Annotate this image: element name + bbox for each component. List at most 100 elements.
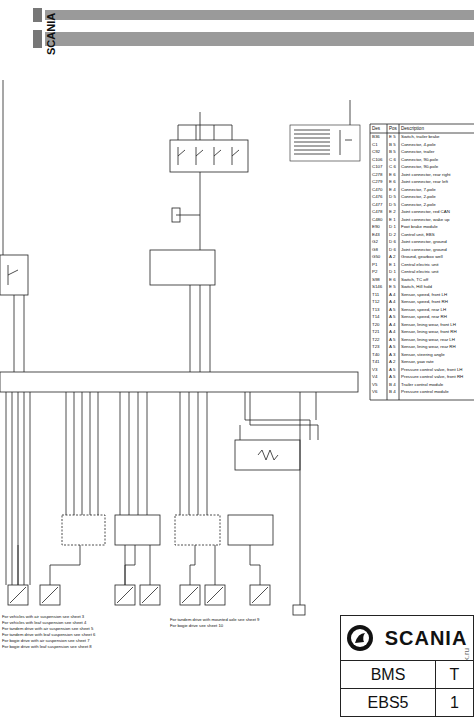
table-cell: Ground, gearbox well <box>401 255 443 259</box>
table-cell: Connector, 90-pole <box>401 158 438 162</box>
table-cell: Joint connector, red CAN <box>401 210 450 214</box>
table-cell: E43 <box>372 233 380 237</box>
table-cell: T20 <box>372 323 380 327</box>
title-text: T <box>450 667 460 683</box>
table-cell: T21 <box>372 330 380 334</box>
table-cell: Sensor, speed, rear LH <box>401 308 446 312</box>
table-cell: Sensor, speed, front RH <box>401 300 448 304</box>
table-cell: E 2 <box>389 210 396 214</box>
table-cell: C476 <box>372 195 383 199</box>
title-text: 1 <box>450 695 459 711</box>
table-cell: Sensor, lining wear, front LH <box>401 323 456 327</box>
table-cell: C279 <box>372 180 383 184</box>
line-key-box <box>290 125 360 161</box>
title-cell: EBS5 <box>340 688 436 717</box>
table-cell: A 4 <box>389 300 395 304</box>
table-cell: E90 <box>372 225 380 229</box>
valve-box <box>62 515 105 545</box>
relay-box <box>150 250 215 285</box>
table-cell: E 1 <box>389 218 396 222</box>
brand-text: SCANIA <box>46 13 57 55</box>
table-cell: Joint connector, ground <box>401 248 447 252</box>
table-cell: V3 <box>372 368 377 372</box>
table-cell: For tandem drive with mounted axle see s… <box>170 618 259 622</box>
table-cell: Connector, 4-pole <box>401 143 436 147</box>
table-cell: E 1 <box>389 263 396 267</box>
table-cell: V4 <box>372 375 377 379</box>
table-cell: C1 <box>372 143 378 147</box>
table-cell: B 4 <box>389 390 396 394</box>
table-cell: B 5 <box>389 150 396 154</box>
table-cell: Connector, 2-pole <box>401 195 436 199</box>
table-cell: For vehicles with air suspension see she… <box>2 615 84 619</box>
table-cell: Switch, Hill hold <box>401 285 432 289</box>
table-cell: A 5 <box>389 315 395 319</box>
table-cell: Switch, trailer brake <box>401 135 440 139</box>
switch-box <box>0 255 28 295</box>
table-cell: E 5 <box>389 135 396 139</box>
table-cell: C480 <box>372 218 383 222</box>
table-cell: E 6 <box>389 180 396 184</box>
table-cell: For tandem drive with leaf suspension se… <box>2 633 95 637</box>
valve-box <box>175 515 220 545</box>
table-cell: G2 <box>372 240 378 244</box>
table-cell: Des <box>372 127 380 132</box>
table-cell: B36 <box>372 135 380 139</box>
table-cell: D 1 <box>389 225 396 229</box>
table-cell: Sensor, lining wear, rear LH <box>401 338 455 342</box>
table-cell: T12 <box>372 300 380 304</box>
table-cell: Joint connector, ground <box>401 240 447 244</box>
table-cell: E 6 <box>389 173 396 177</box>
table-cell: T14 <box>372 315 380 319</box>
table-cell: Foot brake module <box>401 225 438 229</box>
table-cell: Trailer control module <box>401 383 443 387</box>
table-cell: D 2 <box>389 233 396 237</box>
table-cell: B 5 <box>389 143 396 147</box>
table-cell: C 6 <box>389 165 396 169</box>
table-cell: D 5 <box>389 203 396 207</box>
table-cell: T40 <box>372 353 380 357</box>
title-cell: BMS <box>340 660 436 689</box>
table-cell: Sensor, lining wear, front RH <box>401 330 457 334</box>
table-cell: Sensor, lining wear, rear RH <box>401 345 456 349</box>
table-cell: A 5 <box>389 345 395 349</box>
switch-panel <box>170 140 248 172</box>
table-cell: T13 <box>372 308 380 312</box>
table-cell: D 1 <box>389 270 396 274</box>
table-cell: Control unit, EBS <box>401 233 435 237</box>
table-cell: E 5 <box>389 285 396 289</box>
table-cell: Central electric unit <box>401 270 439 274</box>
table-cell: Connector, 90-pole <box>401 165 438 169</box>
table-cell: C107 <box>372 165 383 169</box>
resistor-module <box>235 440 300 470</box>
table-cell: V5 <box>372 383 377 387</box>
table-cell: A 3 <box>389 353 395 357</box>
table-cell: D 6 <box>389 240 396 244</box>
table-cell: P1 <box>372 263 377 267</box>
table-cell: Joint connector, rear right <box>401 173 451 177</box>
table-cell: For vehicles with leaf suspension see sh… <box>2 621 86 625</box>
table-cell: A 2 <box>389 360 395 364</box>
table-cell: E 6 <box>389 278 396 282</box>
table-cell: T11 <box>372 293 379 297</box>
table-cell: Sensor, speed, front LH <box>401 293 447 297</box>
table-cell: S146 <box>372 285 382 289</box>
valve-box <box>228 515 273 545</box>
table-cell: Pos <box>389 127 397 132</box>
valve-box <box>115 515 160 545</box>
table-cell: For bogie drive see sheet 10 <box>170 624 223 628</box>
table-cell: G50 <box>372 255 380 259</box>
table-cell: A 4 <box>389 323 395 327</box>
title-text: SCANIA <box>385 628 468 648</box>
title-text: BMS <box>371 667 406 683</box>
table-cell: T23 <box>372 345 380 349</box>
wires <box>0 80 474 615</box>
table-cell: A 5 <box>389 308 395 312</box>
table-cell: Connector, 7-pole <box>401 188 436 192</box>
table-cell: A 5 <box>389 338 395 342</box>
table-cell: G8 <box>372 248 378 252</box>
table-cell: C477 <box>372 203 383 207</box>
table-cell: Sensor, steering angle <box>401 353 445 357</box>
table-cell: Pressure control module <box>401 390 449 394</box>
table-cell: D 5 <box>389 195 396 199</box>
